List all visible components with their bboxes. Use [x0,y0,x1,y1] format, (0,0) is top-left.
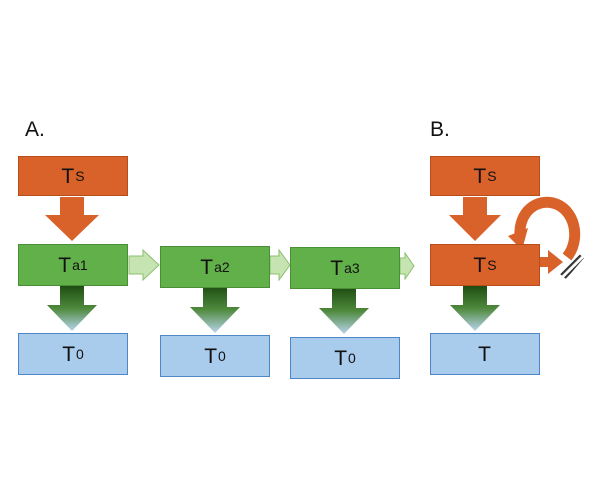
panel-label-a: A. [25,118,45,141]
feedback-loop-arrow [514,196,581,261]
outflow-arrow-b [538,250,563,274]
down-arrow-a2 [190,286,240,333]
heat-flow-arrow-a-source [45,197,99,241]
down-arrow-b [450,286,500,331]
lateral-arrow-a3-out [399,251,415,281]
wall-hatch [560,253,584,279]
sink-box-b: T [430,333,540,375]
lateral-arrow-a2-a3 [269,248,291,282]
panel-label-b: B. [430,118,450,141]
down-arrow-a3 [319,288,369,334]
heat-flow-arrow-b-source [449,197,501,241]
lateral-arrow-a1-a2 [128,248,160,282]
down-arrow-a1 [47,286,97,331]
